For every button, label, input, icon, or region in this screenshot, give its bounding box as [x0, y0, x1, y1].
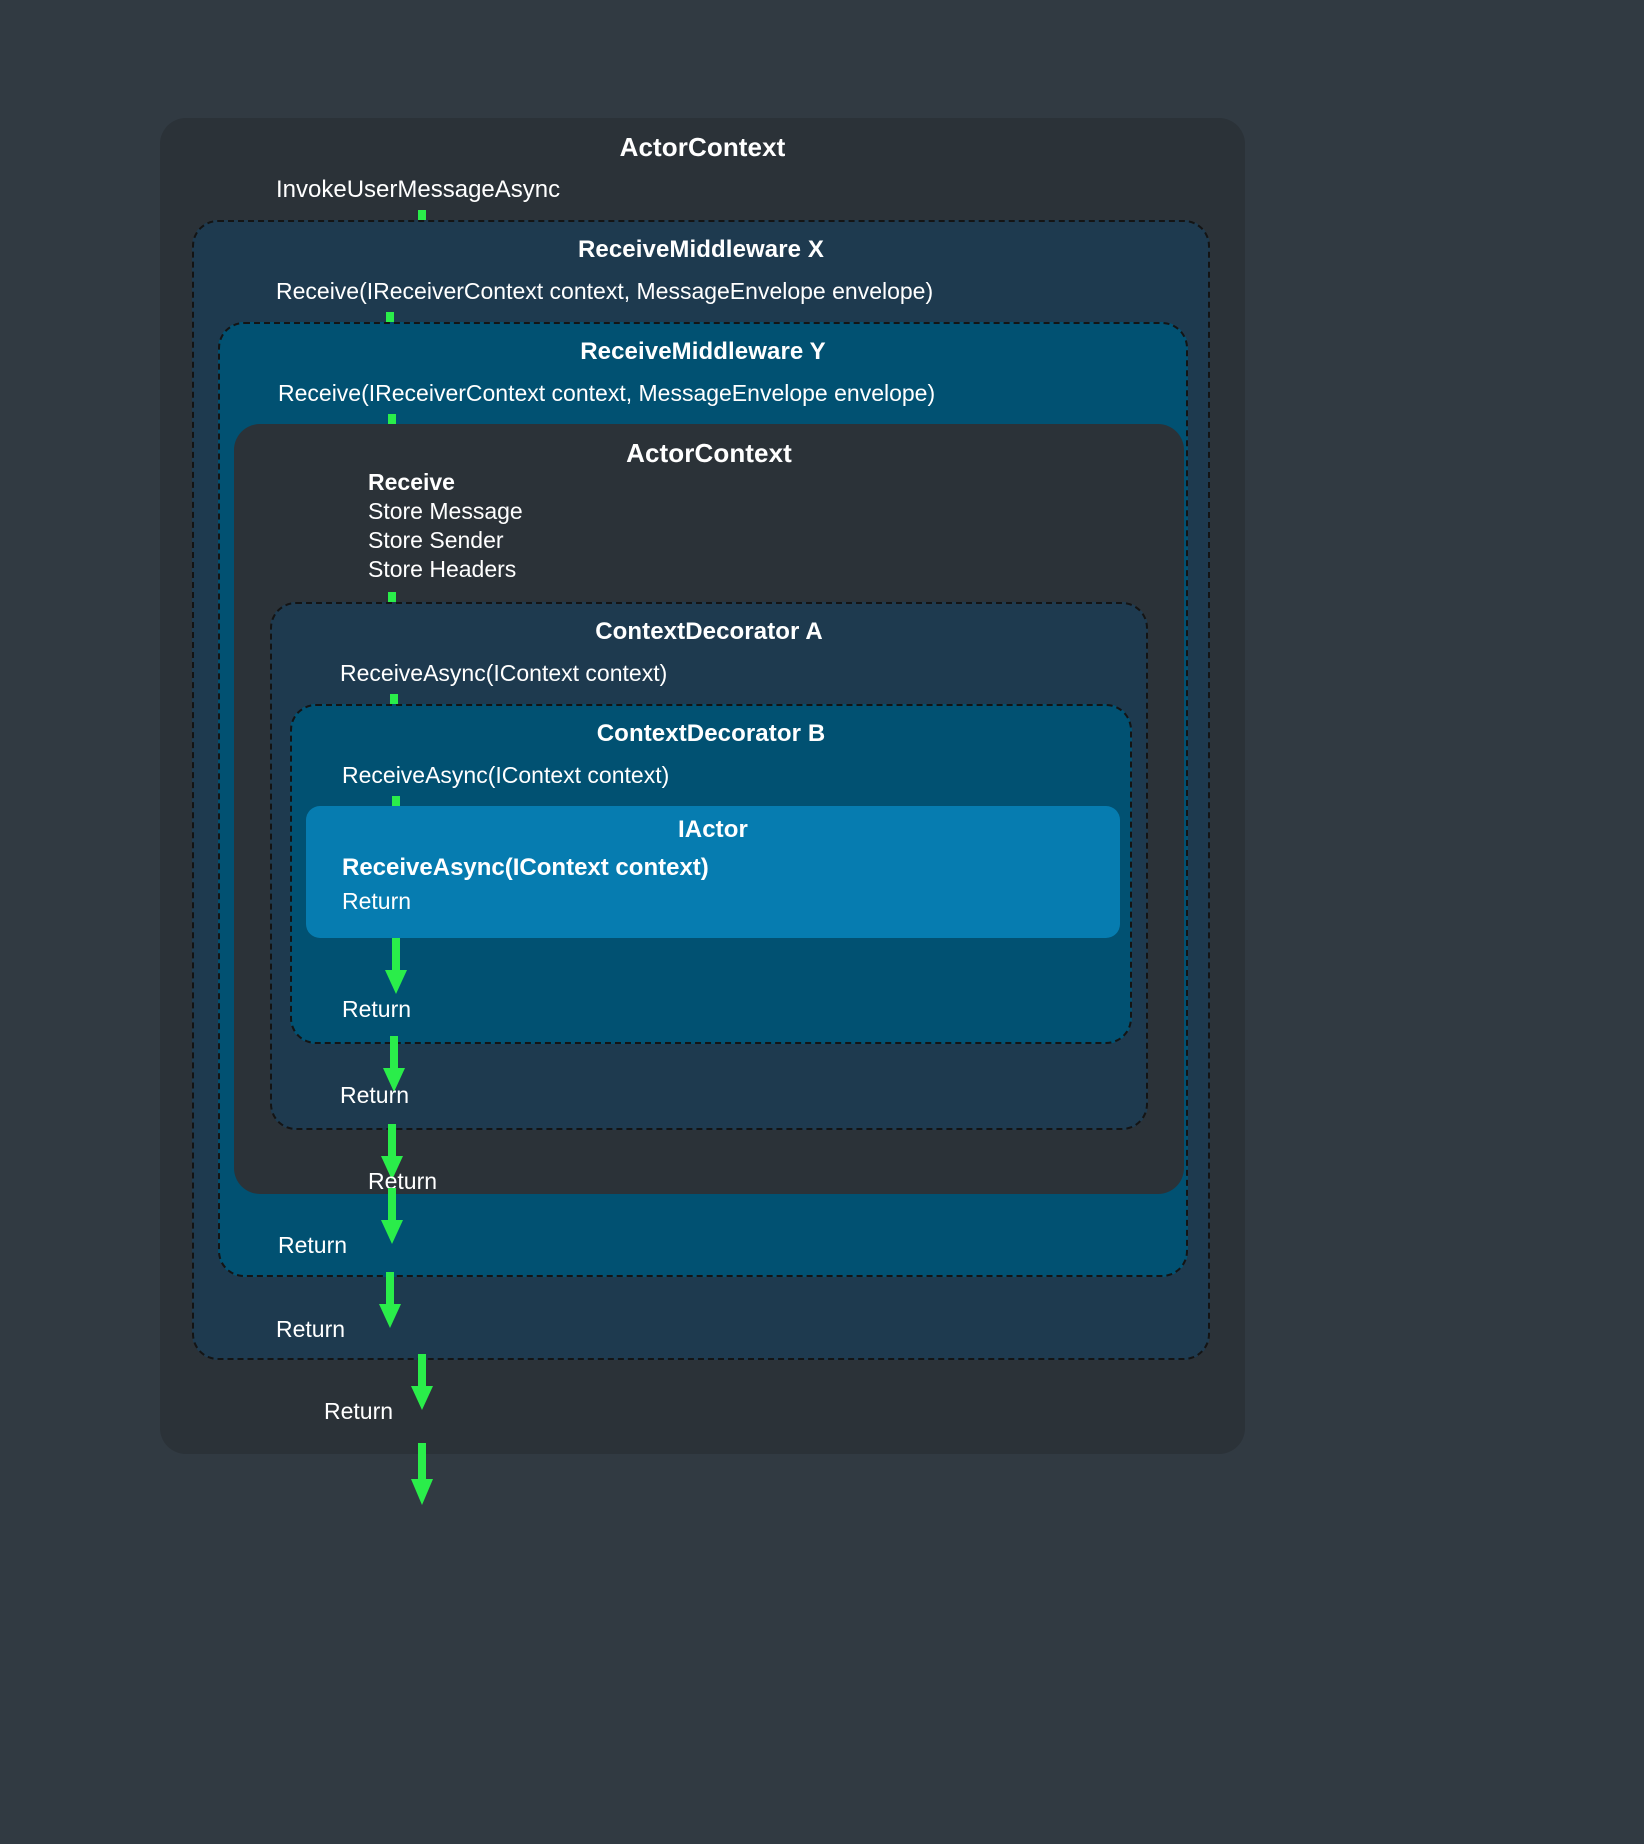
layer-title-contextdecorator-a: ContextDecorator A: [595, 618, 823, 645]
layer-title-receivemiddleware-y: ReceiveMiddleware Y: [580, 338, 826, 365]
layer-title-actorcontext-outer: ActorContext: [619, 132, 786, 162]
call-label-receive-y: Receive(IReceiverContext context, Messag…: [278, 380, 936, 406]
arrow-return-from-receivemiddleware-y: [376, 1272, 404, 1328]
call-block-receive-store: Receive Store Message Store Sender Store…: [368, 470, 523, 581]
call-label-store-headers: Store Headers: [368, 556, 517, 582]
layer-contextdecorator-a: ContextDecorator A ReceiveAsync(IContext…: [270, 602, 1148, 1130]
arrow-return-from-actorcontext-inner: [378, 1188, 406, 1244]
call-label-receive: Receive: [368, 469, 455, 495]
layer-title-iactor: IActor: [678, 816, 748, 843]
layer-actorcontext-outer: ActorContext InvokeUserMessageAsync Rece…: [160, 118, 1245, 1454]
layer-title-actorcontext-inner: ActorContext: [626, 438, 792, 468]
call-label-invokeusermessageasync: InvokeUserMessageAsync: [276, 176, 561, 203]
return-label-actorcontext-inner: Return: [368, 1168, 438, 1194]
arrow-return-exit: [408, 1443, 436, 1505]
arrow-return-from-receivemiddleware-x: [408, 1354, 436, 1410]
return-label-receivemiddleware-x: Return: [276, 1316, 346, 1342]
arrow-return-from-contextdecorator-a: [378, 1124, 406, 1180]
return-label-receivemiddleware-y: Return: [278, 1232, 348, 1258]
layer-receivemiddleware-x: ReceiveMiddleware X Receive(IReceiverCon…: [192, 220, 1210, 1360]
layer-receivemiddleware-y: ReceiveMiddleware Y Receive(IReceiverCon…: [218, 322, 1188, 1277]
call-label-receiveasync-a: ReceiveAsync(IContext context): [340, 660, 668, 686]
call-label-receiveasync-b: ReceiveAsync(IContext context): [342, 762, 670, 788]
layer-contextdecorator-b: ContextDecorator B ReceiveAsync(IContext…: [290, 704, 1132, 1044]
layer-title-contextdecorator-b: ContextDecorator B: [596, 720, 826, 747]
return-label-contextdecorator-a: Return: [340, 1082, 410, 1108]
layer-iactor: IActor ReceiveAsync(IContext context) Re…: [306, 806, 1120, 938]
return-label-contextdecorator-b: Return: [342, 996, 412, 1022]
call-label-receiveasync-iactor: ReceiveAsync(IContext context): [342, 854, 709, 881]
layer-actorcontext-inner: ActorContext Receive Store Message Store…: [234, 424, 1184, 1194]
call-label-receive-x: Receive(IReceiverContext context, Messag…: [276, 278, 934, 304]
return-label-actorcontext-outer: Return: [324, 1398, 394, 1424]
return-label-iactor: Return: [342, 888, 412, 914]
arrow-return-from-iactor: [382, 938, 410, 994]
call-label-store-sender: Store Sender: [368, 527, 504, 553]
layer-title-receivemiddleware-x: ReceiveMiddleware X: [577, 236, 824, 263]
arrow-return-from-contextdecorator-b: [380, 1036, 408, 1092]
call-label-store-message: Store Message: [368, 498, 523, 524]
